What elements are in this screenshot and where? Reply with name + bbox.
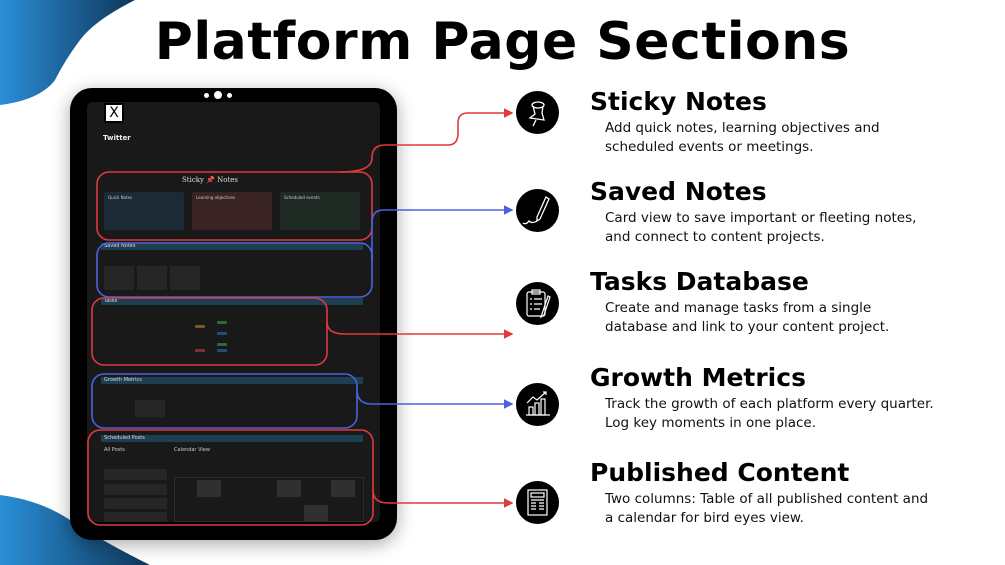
- x-logo: X: [104, 103, 124, 123]
- sticky-header: Sticky 📌 Notes: [182, 176, 239, 184]
- camera-dot: [227, 93, 232, 98]
- published-content-connector: [372, 489, 514, 508]
- tablet-device: X Twitter Sticky 📌 Notes Quick Notes Lea…: [70, 88, 397, 540]
- sticky-notes-connector: [339, 108, 514, 173]
- camera-dot: [204, 93, 209, 98]
- scheduled-posts-band: Scheduled Posts: [101, 435, 363, 442]
- sticky-notes-desc: Add quick notes, learning objectives and…: [605, 120, 880, 155]
- page-title: Platform Page Sections: [154, 12, 851, 72]
- quick-notes-card: Quick Notes: [104, 192, 184, 230]
- published-content-heading: Published Content: [590, 458, 850, 487]
- learning-card: Learning objectives: [192, 192, 272, 230]
- tasks-band: Tasks: [101, 298, 363, 305]
- published-content-highlight: [87, 429, 374, 526]
- growth-metrics-heading: Growth Metrics: [590, 363, 806, 392]
- sticky-notes-heading: Sticky Notes: [590, 87, 767, 116]
- calendar-grid: [174, 477, 364, 522]
- growth-metrics-desc: Track the growth of each platform every …: [605, 396, 934, 431]
- tasks-database-heading: Tasks Database: [590, 267, 809, 296]
- growth-metrics-band: Growth Metrics: [101, 377, 363, 384]
- growth-metrics-connector: [356, 389, 514, 409]
- sticky-notes-highlight: [96, 171, 373, 241]
- twitter-title: Twitter: [103, 134, 131, 142]
- newspaper-icon: [516, 481, 559, 524]
- pushpin-icon: [516, 91, 559, 134]
- tasks-database-desc: Create and manage tasks from a single da…: [605, 300, 890, 335]
- chart-icon: [516, 383, 559, 426]
- published-content-desc: Two columns: Table of all published cont…: [605, 491, 929, 526]
- calendar-view-label: Calendar View: [174, 447, 210, 453]
- growth-metrics-highlight: [91, 373, 358, 429]
- tasks-connector: [326, 321, 514, 339]
- tasks-highlight: [91, 297, 328, 366]
- saved-notes-band: Saved Notes: [101, 243, 363, 250]
- saved-notes-desc: Card view to save important or fleeting …: [605, 210, 917, 245]
- all-posts-label: All Posts: [104, 447, 125, 453]
- saved-notes-highlight: [96, 242, 373, 298]
- events-card: Scheduled events: [280, 192, 360, 230]
- clipboard-icon: [516, 282, 559, 325]
- saved-notes-heading: Saved Notes: [590, 177, 767, 206]
- pen-icon: [516, 189, 559, 232]
- camera: [214, 91, 222, 99]
- saved-notes-connector: [371, 205, 514, 262]
